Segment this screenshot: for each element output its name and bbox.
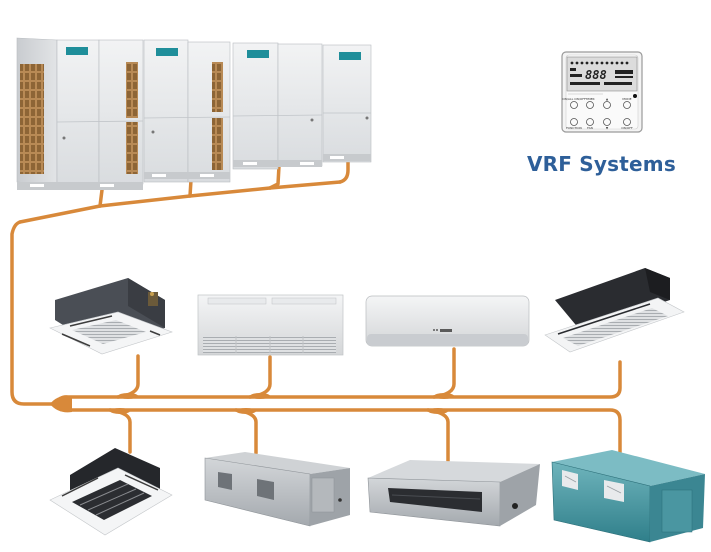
page-title: VRF Systems bbox=[527, 152, 676, 176]
y-joint bbox=[50, 395, 72, 413]
controller-button-label: FAN bbox=[587, 126, 593, 130]
brand-badge bbox=[66, 47, 88, 55]
branch-joints bbox=[50, 393, 454, 414]
controller-button bbox=[603, 118, 611, 126]
brand-badge bbox=[156, 48, 178, 56]
brand-badge bbox=[339, 52, 361, 60]
controller-button-label: ON/OFF bbox=[621, 126, 633, 130]
wired-controller: 888 ON/ALL ON/OFF TIMER ▲ MODE FUNCTION … bbox=[561, 51, 643, 133]
outdoor-unit-2 bbox=[143, 39, 231, 183]
compact-four-way-cassette bbox=[49, 448, 173, 536]
drop-duct bbox=[234, 408, 258, 455]
controller-button bbox=[570, 101, 578, 109]
drop-ceiling-floor bbox=[248, 355, 272, 399]
high-static-duct-unit bbox=[204, 452, 350, 527]
outdoor-units bbox=[16, 37, 372, 190]
y-joint bbox=[428, 408, 448, 414]
upper-distribution-pipe bbox=[54, 360, 622, 406]
one-way-cassette bbox=[544, 268, 685, 353]
controller-button bbox=[603, 101, 611, 109]
controller-button bbox=[586, 118, 594, 126]
y-joint bbox=[236, 408, 256, 414]
teal-duct-unit bbox=[551, 450, 705, 543]
controller-button-label: ON/ALL ON/OFF bbox=[562, 97, 586, 101]
controller-button bbox=[570, 118, 578, 126]
y-joint bbox=[110, 408, 130, 414]
y-joint bbox=[118, 393, 138, 399]
controller-button-label: ▲ bbox=[606, 97, 609, 101]
lower-distribution-pipe bbox=[54, 402, 622, 454]
drop-slim-duct bbox=[426, 408, 450, 463]
outdoor-riser-4 bbox=[338, 158, 350, 184]
controller-button-label: ▼ bbox=[606, 126, 609, 130]
y-joint bbox=[434, 393, 454, 399]
four-way-cassette-top bbox=[49, 278, 173, 355]
outdoor-riser-3 bbox=[268, 164, 281, 190]
controller-button bbox=[623, 118, 631, 126]
controller-button bbox=[586, 101, 594, 109]
slim-duct-unit bbox=[367, 460, 540, 527]
drop-compact-cassette bbox=[108, 408, 132, 454]
controller-display-digits: 888 bbox=[585, 68, 607, 82]
outdoor-unit-3 bbox=[232, 42, 323, 170]
outdoor-unit-4 bbox=[322, 44, 372, 163]
outdoor-unit-1 bbox=[16, 37, 144, 190]
drop-cassette-top bbox=[116, 354, 140, 399]
ceiling-floor-unit bbox=[197, 294, 344, 356]
controller-button-label: TIMER bbox=[584, 97, 594, 101]
brand-badge bbox=[247, 50, 269, 58]
drop-wall-split bbox=[432, 347, 456, 399]
outdoor-header-pipe bbox=[10, 220, 58, 406]
controller-button-label: FUNCTION bbox=[566, 126, 582, 130]
y-joint bbox=[250, 393, 270, 399]
controller-button bbox=[623, 101, 631, 109]
wall-mounted-split bbox=[365, 295, 530, 347]
controller-button-label: MODE bbox=[622, 97, 631, 101]
